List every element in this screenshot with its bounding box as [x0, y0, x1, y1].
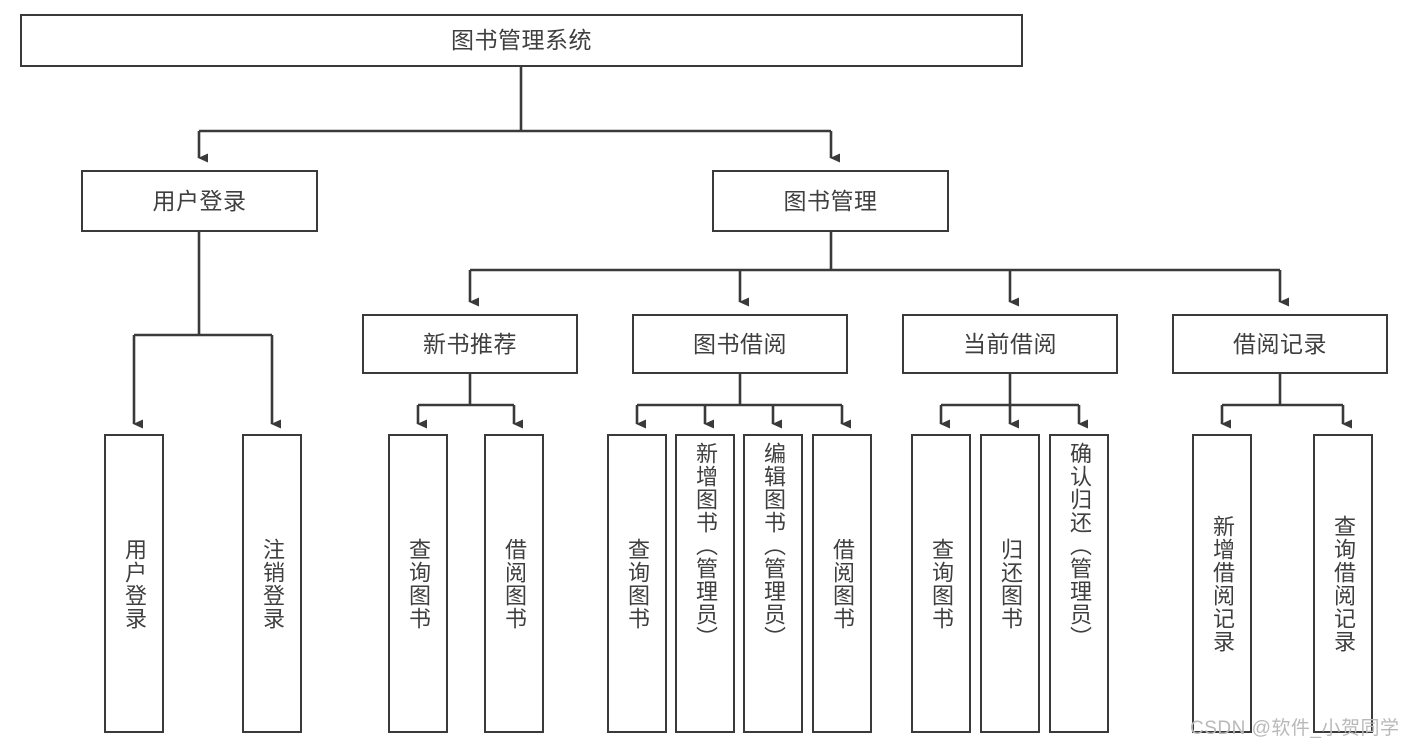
- node-label: 新增图书（管理员）: [692, 442, 718, 649]
- node-label: 用户登录: [121, 537, 147, 630]
- node-new-book-recommend[interactable]: 新书推荐: [362, 314, 578, 374]
- node-leaf-borrow-add-book-admin[interactable]: 新增图书（管理员）: [675, 434, 735, 733]
- node-label: 确认归还（管理员）: [1066, 442, 1092, 649]
- node-leaf-recommend-borrow-book[interactable]: 借阅图书: [484, 434, 544, 733]
- node-label: 用户登录: [152, 187, 247, 214]
- node-label: 编辑图书（管理员）: [760, 442, 786, 649]
- node-label: 查询图书: [624, 537, 650, 630]
- node-leaf-current-return-book[interactable]: 归还图书: [980, 434, 1040, 733]
- node-leaf-recommend-query-book[interactable]: 查询图书: [388, 434, 448, 733]
- node-label: 图书借阅: [693, 330, 787, 357]
- node-label: 归还图书: [997, 537, 1023, 630]
- csdn-watermark: CSDN @软件_小贺同学: [1190, 718, 1400, 739]
- node-label: 查询图书: [928, 537, 954, 630]
- node-user-login[interactable]: 用户登录: [81, 170, 318, 232]
- node-label: 借阅图书: [829, 537, 855, 630]
- node-root-system[interactable]: 图书管理系统: [20, 14, 1023, 67]
- node-leaf-user-login-logout[interactable]: 注销登录: [242, 434, 302, 733]
- node-leaf-record-query-record[interactable]: 查询借阅记录: [1313, 434, 1373, 733]
- node-leaf-user-login-login[interactable]: 用户登录: [104, 434, 164, 733]
- node-label: 借阅记录: [1233, 330, 1327, 357]
- node-book-borrow[interactable]: 图书借阅: [632, 314, 848, 374]
- node-label: 注销登录: [259, 537, 285, 630]
- node-leaf-current-confirm-return-admin[interactable]: 确认归还（管理员）: [1049, 434, 1109, 733]
- node-label: 借阅图书: [501, 537, 527, 630]
- node-label: 查询图书: [405, 537, 431, 630]
- node-label: 新书推荐: [423, 330, 517, 357]
- node-label: 图书管理: [783, 187, 878, 214]
- node-leaf-borrow-edit-book-admin[interactable]: 编辑图书（管理员）: [743, 434, 803, 733]
- node-leaf-current-query-book[interactable]: 查询图书: [911, 434, 971, 733]
- node-leaf-borrow-borrow-book[interactable]: 借阅图书: [812, 434, 872, 733]
- node-borrow-record[interactable]: 借阅记录: [1172, 314, 1388, 374]
- node-label: 图书管理系统: [451, 27, 592, 54]
- node-current-borrow[interactable]: 当前借阅: [902, 314, 1118, 374]
- node-label: 当前借阅: [963, 330, 1057, 357]
- node-book-management[interactable]: 图书管理: [712, 170, 949, 232]
- node-label: 新增借阅记录: [1209, 514, 1235, 653]
- node-label: 查询借阅记录: [1330, 514, 1356, 653]
- node-leaf-record-add-record[interactable]: 新增借阅记录: [1192, 434, 1252, 733]
- node-leaf-borrow-query-book[interactable]: 查询图书: [607, 434, 667, 733]
